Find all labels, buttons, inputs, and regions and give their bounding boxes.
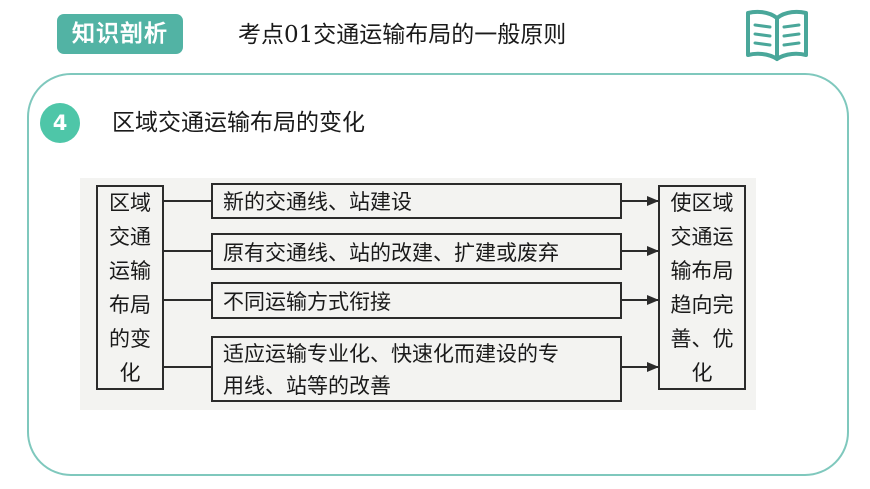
middle-box-text: 适应运输专业化、快速化而建设的专 <box>223 342 559 366</box>
middle-box-text: 新的交通线、站建设 <box>223 190 412 214</box>
right-box-line: 善、优 <box>670 326 734 351</box>
section-title: 区域交通运输布局的变化 <box>112 110 365 136</box>
left-box-line: 交通 <box>109 224 151 249</box>
left-box-line: 运输 <box>109 258 151 283</box>
left-box-line: 布局 <box>109 292 151 317</box>
diagram-area: 区域 交通 运输 布局 的变 化 新的交通线、站建设 原有交通线、站的改建、扩建… <box>80 178 756 410</box>
middle-box-text: 原有交通线、站的改建、扩建或废弃 <box>223 240 559 265</box>
right-box: 使区域 交通运 输布局 趋向完 善、优 化 <box>658 185 746 390</box>
section-tag: 知识剖析 <box>57 14 183 54</box>
connector-lines <box>164 196 659 372</box>
middle-box-3: 不同运输方式衔接 <box>211 282 622 319</box>
section-number-badge: 4 <box>40 103 80 143</box>
right-box-line: 化 <box>691 360 713 385</box>
middle-box-4: 适应运输专业化、快速化而建设的专 用线、站等的改善 <box>211 336 622 402</box>
left-box-line: 化 <box>119 360 141 385</box>
middle-box-text: 不同运输方式衔接 <box>223 289 391 314</box>
right-box-line: 输布局 <box>670 258 734 283</box>
middle-box-2: 原有交通线、站的改建、扩建或废弃 <box>211 233 622 270</box>
right-box-line: 使区域 <box>670 190 734 215</box>
right-box-line: 趋向完 <box>670 292 734 317</box>
book-icon <box>746 9 808 61</box>
middle-box-1: 新的交通线、站建设 <box>211 183 622 219</box>
left-box-line: 的变 <box>109 326 151 351</box>
left-box: 区域 交通 运输 布局 的变 化 <box>96 185 164 390</box>
middle-box-text: 用线、站等的改善 <box>223 374 391 398</box>
left-box-line: 区域 <box>109 190 151 215</box>
page-title: 考点01交通运输布局的一般原则 <box>238 22 567 48</box>
right-box-line: 交通运 <box>670 224 734 249</box>
